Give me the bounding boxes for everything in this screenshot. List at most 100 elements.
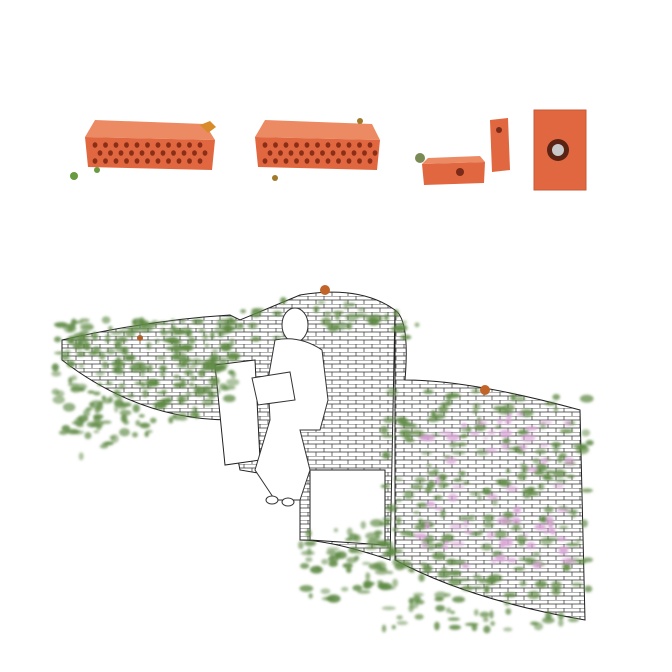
leaf-cluster <box>414 599 425 605</box>
leaf-cluster <box>95 371 105 376</box>
leaf-cluster <box>565 542 580 547</box>
leaf-cluster <box>506 558 517 563</box>
brick-hole <box>283 142 289 148</box>
leaf-cluster <box>469 432 480 436</box>
leaf-cluster <box>553 407 558 412</box>
brick-hole <box>134 158 140 164</box>
leaf-cluster <box>60 354 70 361</box>
leaf-cluster <box>450 540 465 547</box>
leaf-cluster <box>486 531 495 540</box>
leaf-cluster <box>300 550 315 556</box>
leaf-cluster <box>559 429 573 434</box>
leaf-cluster <box>472 403 481 410</box>
leaf-cluster <box>421 541 428 549</box>
leaf-cluster <box>386 387 399 397</box>
leaf-cluster <box>505 608 512 615</box>
leaf-cluster <box>185 392 192 397</box>
leaf-cluster <box>304 540 317 547</box>
bird-icon <box>415 153 425 163</box>
leaf-cluster <box>558 546 569 555</box>
leaf-cluster <box>326 547 340 551</box>
leaf-cluster <box>98 351 106 361</box>
brick-hole <box>202 150 208 156</box>
leaf-cluster <box>170 318 175 323</box>
leaf-cluster <box>146 383 152 390</box>
leaf-cluster <box>346 527 353 536</box>
leaf-cluster <box>472 409 478 414</box>
leaf-cluster <box>483 617 489 623</box>
leaf-cluster <box>464 530 473 534</box>
leaf-cluster <box>51 370 62 377</box>
leaf-cluster <box>471 586 483 590</box>
leaf-cluster <box>117 394 123 400</box>
brick-hole <box>325 158 331 164</box>
leaf-cluster <box>556 508 570 513</box>
leaf-cluster <box>426 501 436 507</box>
leaf-cluster <box>450 610 455 615</box>
brick-hole <box>262 158 268 164</box>
brick-hole <box>139 150 145 156</box>
leaf-cluster <box>156 356 167 360</box>
brick-hole <box>336 142 341 148</box>
leaf-cluster <box>551 441 561 448</box>
leaf-cluster <box>534 523 547 531</box>
leaf-cluster <box>444 593 451 598</box>
leaf-cluster <box>483 521 494 529</box>
leaf-cluster <box>476 420 488 426</box>
leaf-cluster <box>408 597 414 605</box>
leaf-cluster <box>134 381 146 386</box>
brick-hole <box>346 158 352 164</box>
leaf-cluster <box>412 592 424 597</box>
leaf-cluster <box>188 364 198 369</box>
leaf-cluster <box>275 312 282 317</box>
leaf-cluster <box>510 527 523 531</box>
brick-hole <box>134 142 140 148</box>
leaf-cluster <box>461 423 468 428</box>
leaf-cluster <box>427 480 436 489</box>
leaf-cluster <box>539 516 547 523</box>
leaf-cluster <box>577 559 587 565</box>
leaf-cluster <box>393 323 408 332</box>
brick-hole <box>330 150 336 156</box>
brick-hole <box>262 142 268 148</box>
leaf-cluster <box>202 398 215 407</box>
leaf-cluster <box>474 609 479 616</box>
leaf-cluster <box>101 316 111 324</box>
brick-hole <box>336 158 341 164</box>
leaf-cluster <box>424 521 430 529</box>
leaf-cluster <box>70 375 77 381</box>
leaf-cluster <box>218 360 229 369</box>
brick-hole <box>346 142 352 148</box>
brick-hole <box>357 158 362 164</box>
leaf-cluster <box>518 540 525 546</box>
leaf-cluster <box>208 377 220 386</box>
leaf-cluster <box>435 604 446 612</box>
leaf-cluster <box>561 557 576 564</box>
leaf-cluster <box>421 451 433 455</box>
leaf-cluster <box>69 335 74 343</box>
leaf-cluster <box>581 519 588 528</box>
leaf-cluster <box>382 517 393 521</box>
leaf-cluster <box>62 402 76 412</box>
leaf-cluster <box>544 529 549 535</box>
brick-hole <box>145 158 150 164</box>
leaf-cluster <box>147 364 153 373</box>
leaf-cluster <box>158 321 169 325</box>
leaf-cluster <box>220 345 232 352</box>
leaf-cluster <box>571 510 576 519</box>
leaf-cluster <box>532 457 540 464</box>
perforated-brick-2 <box>255 118 380 181</box>
leaf-cluster <box>227 370 235 375</box>
leaf-cluster <box>469 491 482 497</box>
leaf-cluster <box>545 470 555 474</box>
leaf-cluster <box>51 363 59 372</box>
leaf-cluster <box>504 418 512 425</box>
leaf-cluster <box>503 592 517 598</box>
leaf-cluster <box>78 363 85 369</box>
leaf-cluster <box>506 413 512 420</box>
book-icon <box>251 371 296 406</box>
brick-hole <box>197 158 203 164</box>
leaf-cluster <box>204 366 214 371</box>
leaf-cluster <box>102 361 109 369</box>
leaf-cluster <box>190 375 196 381</box>
